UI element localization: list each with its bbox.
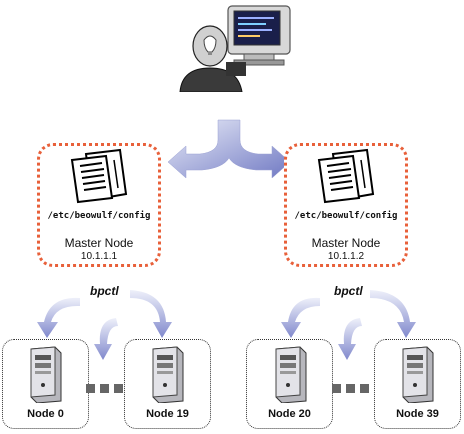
left-node-ellipsis	[86, 378, 130, 393]
right-node-ellipsis	[332, 378, 376, 393]
node-20-label: Node 20	[268, 408, 311, 420]
node-39-label: Node 39	[396, 408, 439, 420]
server-tower-icon	[152, 346, 184, 403]
node-0-label: Node 0	[27, 408, 64, 420]
user-computer-icon	[179, 5, 291, 93]
right-bpctl-arrows	[281, 290, 416, 360]
node-19-label: Node 19	[146, 408, 189, 420]
left-bpctl-label: bpctl	[90, 284, 119, 298]
master-1-ip: 10.1.1.1	[80, 251, 118, 262]
server-tower-icon	[30, 346, 62, 403]
master-2-title: Master Node	[311, 236, 381, 250]
master-1-title: Master Node	[64, 236, 134, 250]
master-1-config-path: /etc/beowulf/config	[47, 211, 151, 221]
left-bpctl-arrows	[37, 290, 172, 360]
document-icon	[70, 148, 128, 204]
server-tower-icon	[275, 346, 307, 403]
server-tower-icon	[402, 346, 434, 403]
master-2-config-path: /etc/beowulf/config	[294, 211, 398, 221]
document-icon	[317, 148, 375, 204]
user-to-masters-arrow	[167, 119, 291, 179]
master-2-ip: 10.1.1.2	[327, 251, 365, 262]
user-at-computer	[170, 2, 300, 93]
right-bpctl-label: bpctl	[334, 284, 363, 298]
master-node-1	[37, 143, 161, 267]
